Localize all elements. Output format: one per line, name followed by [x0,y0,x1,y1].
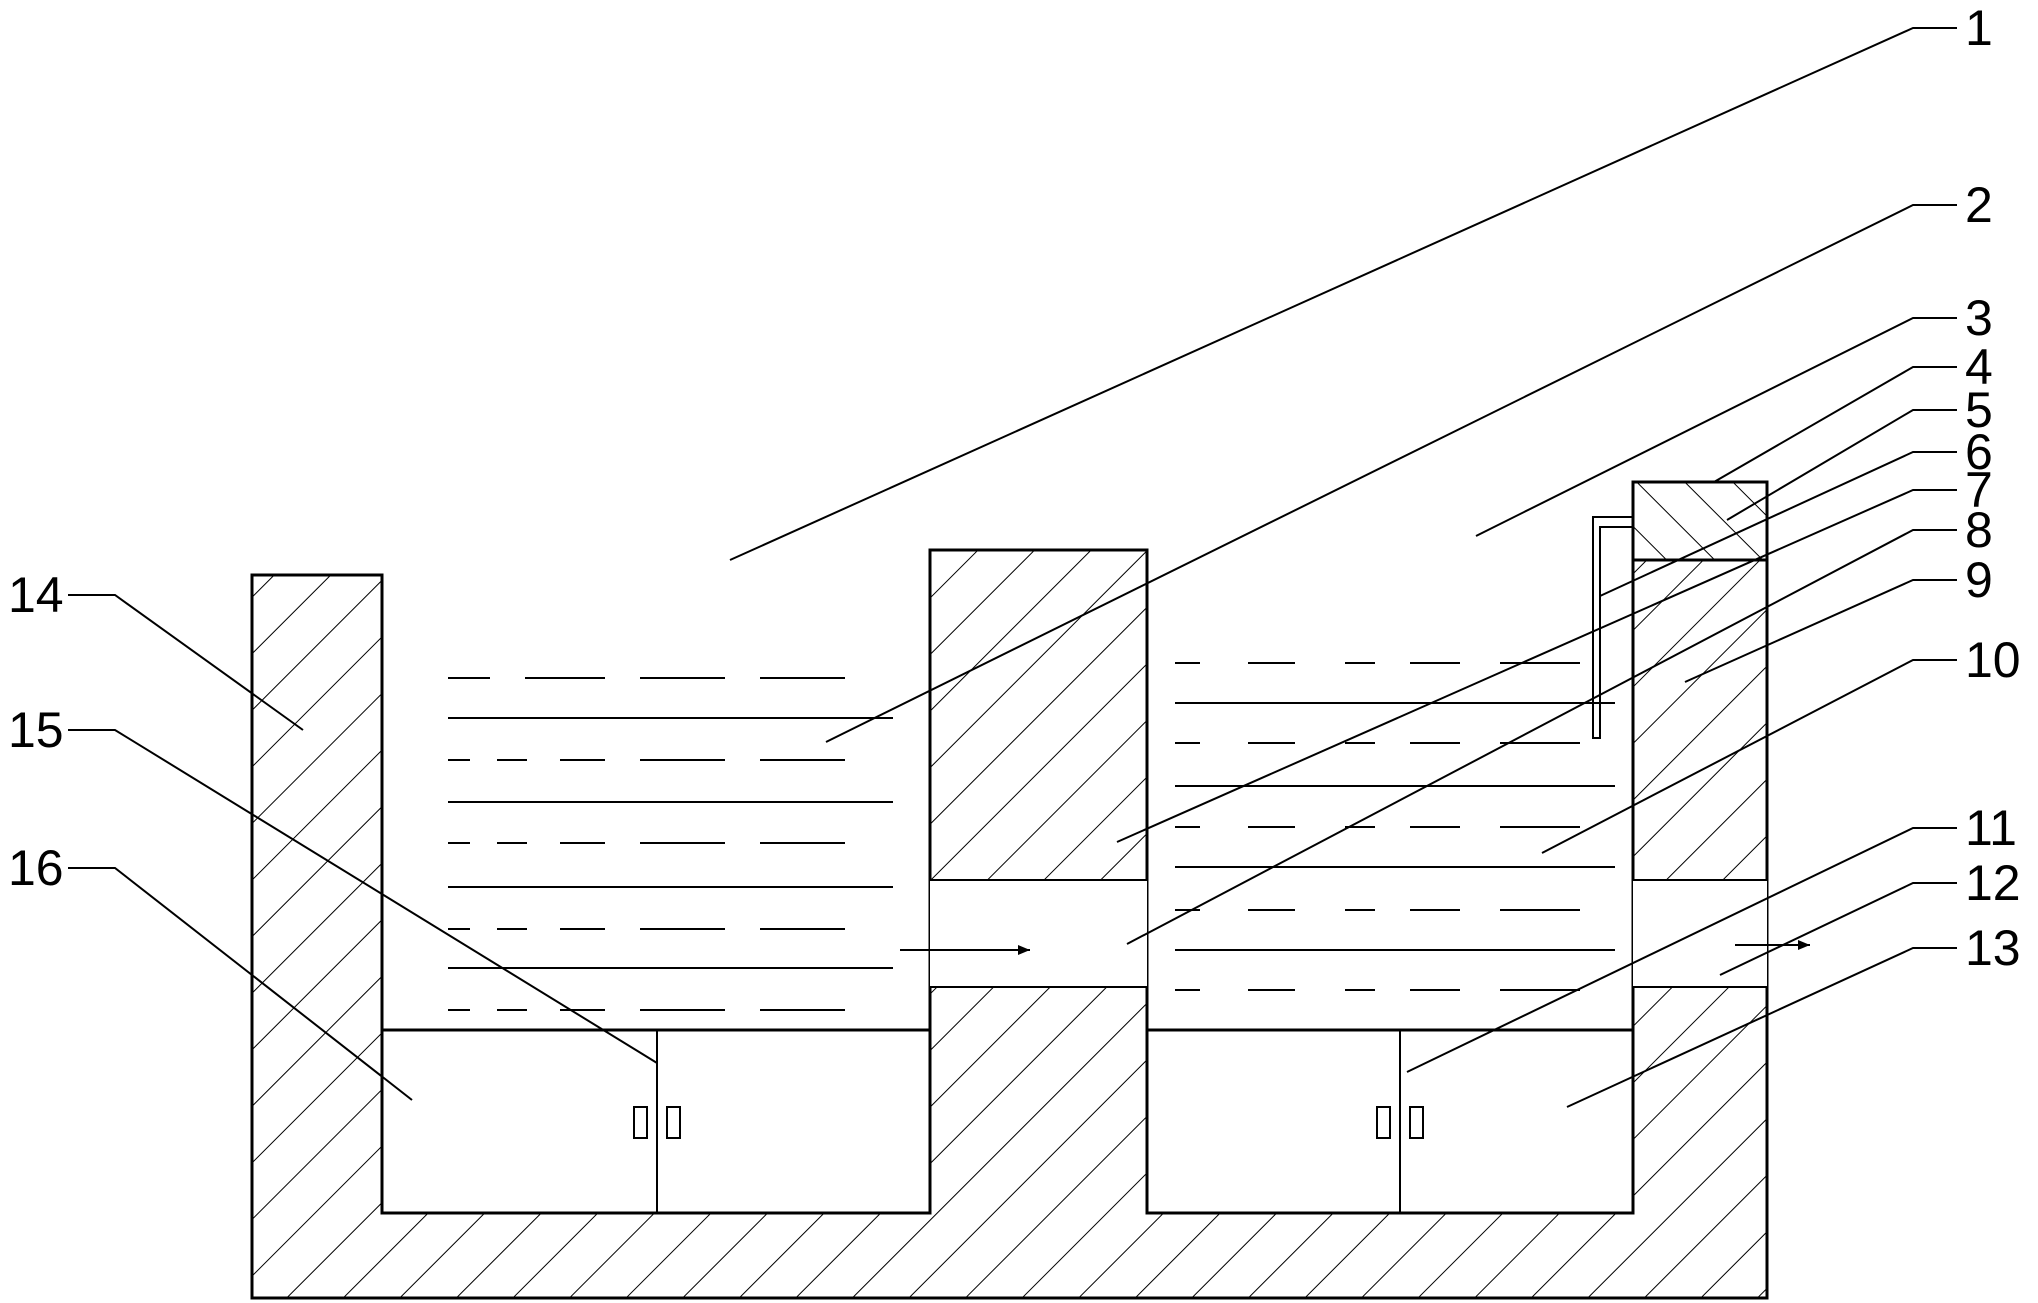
right-handle-a [1376,1106,1391,1139]
label-3: 3 [1965,290,1993,346]
label-9: 9 [1965,552,1993,608]
label-16: 16 [8,840,64,896]
label-12: 12 [1965,855,2021,911]
middle-channel [930,880,1147,987]
right-basin [1147,560,1633,1030]
leader-lines [68,27,1957,1108]
label-11: 11 [1965,800,2017,856]
right-water-lines [1175,662,1615,991]
label-1: 1 [1965,0,1993,56]
label-14: 14 [8,567,64,623]
label-13: 13 [1965,920,2021,976]
sensor-probe [1592,516,1633,739]
label-10: 10 [1965,632,2021,688]
label-6: 6 [1965,424,1993,480]
left-handle-b [666,1106,681,1139]
label-8: 8 [1965,502,1993,558]
cap-block [1631,480,1769,562]
label-7: 7 [1965,462,1993,518]
label-15: 15 [8,702,64,758]
right-handle-b [1409,1106,1424,1139]
left-handle-a [633,1106,648,1139]
outlet-channel [1633,880,1767,987]
label-4: 4 [1965,339,1993,395]
label-2: 2 [1965,177,1993,233]
left-water-lines [448,677,893,1011]
label-5: 5 [1965,382,1993,438]
